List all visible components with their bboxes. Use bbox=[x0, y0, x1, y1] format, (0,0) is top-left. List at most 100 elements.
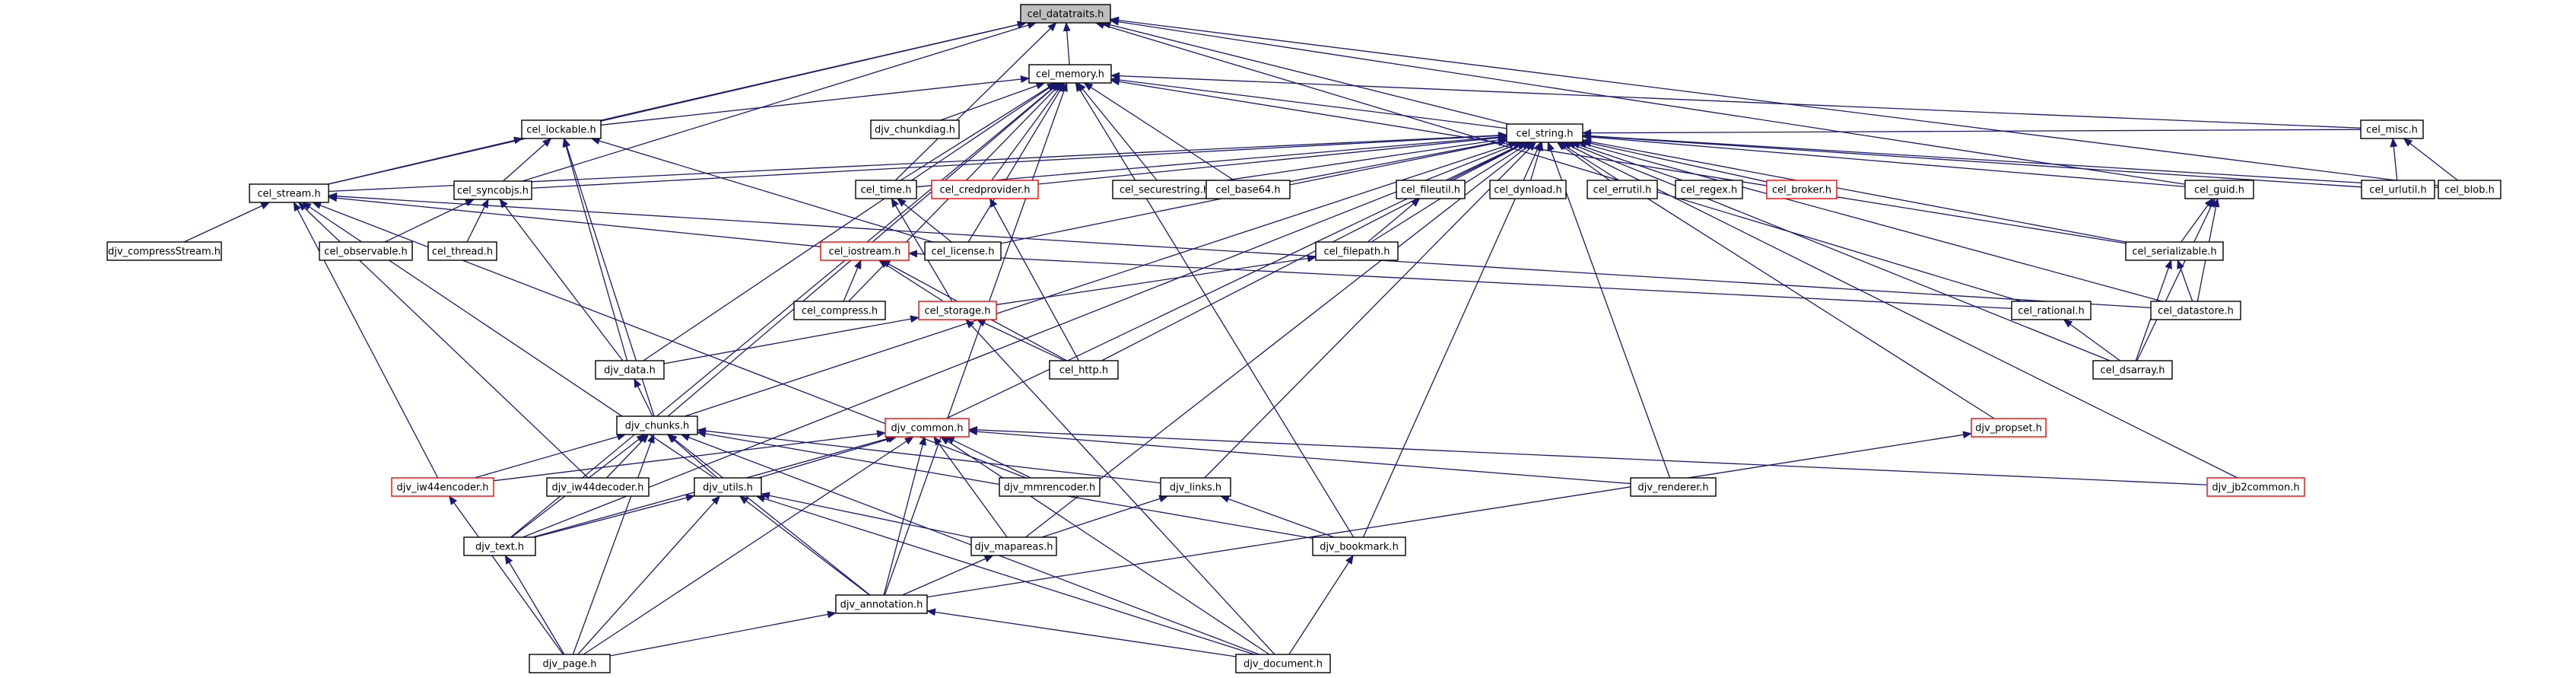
node-compress[interactable]: cel_compress.h bbox=[793, 301, 886, 320]
node-dsarray[interactable]: cel_dsarray.h bbox=[2092, 360, 2173, 380]
node-storage[interactable]: cel_storage.h bbox=[918, 301, 997, 320]
node-lockable[interactable]: cel_lockable.h bbox=[521, 119, 602, 139]
node-iostream[interactable]: cel_iostream.h bbox=[820, 241, 910, 261]
node-propset[interactable]: djv_propset.h bbox=[1971, 418, 2047, 438]
node-securestring[interactable]: cel_securestring.h bbox=[1112, 180, 1217, 199]
node-box bbox=[1160, 477, 1231, 497]
node-label: cel_credprovider.h bbox=[939, 185, 1030, 196]
node-box bbox=[2150, 301, 2241, 320]
edge-blob-to-datatraits bbox=[1110, 16, 2439, 186]
node-label: cel_broker.h bbox=[1772, 185, 1831, 196]
edge-links-to-string bbox=[1204, 142, 1536, 479]
node-label: cel_misc.h bbox=[2366, 125, 2418, 136]
node-dynload[interactable]: cel_dynload.h bbox=[1489, 180, 1567, 199]
edge-document-to-utils bbox=[755, 495, 1255, 655]
node-common[interactable]: djv_common.h bbox=[885, 418, 970, 438]
edge-document-to-annotation bbox=[926, 608, 1237, 657]
edge-iostream-to-stream bbox=[328, 194, 821, 247]
node-stream[interactable]: cel_stream.h bbox=[249, 183, 329, 203]
node-jb2common[interactable]: djv_jb2common.h bbox=[2206, 477, 2305, 497]
edge-iw44encoder-to-common bbox=[493, 430, 886, 482]
node-utils[interactable]: djv_utils.h bbox=[694, 477, 762, 497]
node-misc[interactable]: cel_misc.h bbox=[2360, 119, 2424, 139]
node-page[interactable]: djv_page.h bbox=[529, 654, 611, 673]
edge-securestring-to-memory bbox=[1077, 82, 1158, 181]
edge-blob-to-misc bbox=[2403, 138, 2458, 181]
node-filepath[interactable]: cel_filepath.h bbox=[1315, 241, 1399, 261]
node-chunkdiag[interactable]: djv_chunkdiag.h bbox=[870, 119, 960, 139]
edge-mmrencoder-to-common bbox=[945, 436, 1031, 479]
node-label: djv_mmrencoder.h bbox=[1004, 482, 1096, 494]
edge-page-to-annotation bbox=[609, 610, 837, 657]
edge-base64-to-string bbox=[1289, 138, 1507, 183]
node-label: cel_datastore.h bbox=[2158, 306, 2234, 317]
edge-http-to-credprovider bbox=[989, 198, 1079, 361]
edge-iw44encoder-to-chunks bbox=[474, 433, 627, 479]
edge-memory-to-datatraits bbox=[1062, 22, 1071, 65]
node-iw44decoder[interactable]: djv_iw44decoder.h bbox=[546, 477, 650, 497]
node-time[interactable]: cel_time.h bbox=[855, 180, 917, 199]
node-http[interactable]: cel_http.h bbox=[1049, 360, 1119, 380]
node-label: cel_rational.h bbox=[2018, 306, 2084, 317]
node-memory[interactable]: cel_memory.h bbox=[1028, 64, 1112, 84]
node-label: djv_annotation.h bbox=[840, 600, 923, 611]
edge-rational-to-datatraits bbox=[1094, 21, 2022, 302]
node-blob[interactable]: cel_blob.h bbox=[2438, 180, 2501, 199]
edge-renderer-to-common bbox=[968, 428, 1631, 485]
edge-datastore-to-stream bbox=[328, 192, 2152, 309]
node-label: djv_propset.h bbox=[1975, 423, 2042, 434]
node-base64[interactable]: cel_base64.h bbox=[1205, 180, 1291, 199]
node-links[interactable]: djv_links.h bbox=[1160, 477, 1231, 497]
edge-syncobjs-to-lockable bbox=[503, 138, 552, 182]
edge-text-to-utils bbox=[534, 494, 695, 538]
edge-annotation-to-utils bbox=[738, 495, 870, 596]
node-datastore[interactable]: cel_datastore.h bbox=[2150, 301, 2241, 320]
edge-page-to-utils bbox=[577, 495, 720, 655]
edge-serializable-to-guid bbox=[2181, 198, 2213, 243]
node-mapareas[interactable]: djv_mapareas.h bbox=[970, 536, 1057, 556]
node-fileutil[interactable]: cel_fileutil.h bbox=[1396, 180, 1466, 199]
node-credprovider[interactable]: cel_credprovider.h bbox=[931, 180, 1039, 199]
node-label: cel_observable.h bbox=[324, 247, 407, 258]
node-box bbox=[793, 301, 886, 320]
node-regex[interactable]: cel_regex.h bbox=[1675, 180, 1743, 199]
node-string[interactable]: cel_string.h bbox=[1506, 123, 1583, 143]
node-label: cel_storage.h bbox=[924, 306, 990, 317]
node-datatraits[interactable]: cel_datatraits.h bbox=[1020, 4, 1111, 24]
node-chunks[interactable]: djv_chunks.h bbox=[616, 415, 698, 435]
node-data[interactable]: djv_data.h bbox=[595, 360, 665, 380]
node-box bbox=[820, 241, 910, 261]
node-box bbox=[1587, 180, 1658, 199]
node-annotation[interactable]: djv_annotation.h bbox=[835, 594, 928, 614]
node-renderer[interactable]: djv_renderer.h bbox=[1630, 477, 1717, 497]
node-label: djv_compressStream.h bbox=[108, 247, 221, 258]
node-text[interactable]: djv_text.h bbox=[463, 536, 536, 556]
node-syncobjs[interactable]: cel_syncobjs.h bbox=[453, 180, 532, 200]
node-urlutil[interactable]: cel_urlutil.h bbox=[2361, 180, 2435, 199]
node-compressstream[interactable]: djv_compressStream.h bbox=[106, 241, 222, 261]
node-label: cel_base64.h bbox=[1215, 185, 1280, 196]
node-label: djv_page.h bbox=[543, 659, 597, 670]
node-broker[interactable]: cel_broker.h bbox=[1766, 180, 1838, 199]
node-license[interactable]: cel_license.h bbox=[924, 241, 1002, 261]
edge-serializable-to-memory bbox=[1110, 78, 2127, 244]
node-thread[interactable]: cel_thread.h bbox=[427, 241, 497, 261]
node-document[interactable]: djv_document.h bbox=[1235, 654, 1331, 673]
node-box bbox=[391, 477, 494, 497]
edge-datastore-to-string bbox=[1577, 141, 2163, 302]
edge-jb2common-to-common bbox=[968, 425, 2208, 485]
node-errutil[interactable]: cel_errutil.h bbox=[1587, 180, 1658, 199]
node-guid[interactable]: cel_guid.h bbox=[2184, 180, 2254, 199]
node-bookmark[interactable]: djv_bookmark.h bbox=[1312, 536, 1406, 556]
edge-urlutil-to-string bbox=[1582, 132, 2362, 188]
node-serializable[interactable]: cel_serializable.h bbox=[2125, 241, 2224, 261]
node-box bbox=[870, 119, 960, 139]
node-observable[interactable]: cel_observable.h bbox=[319, 241, 413, 261]
edge-document-to-storage bbox=[965, 319, 1275, 655]
node-mmrencoder[interactable]: djv_mmrencoder.h bbox=[999, 477, 1101, 497]
edge-annotation-to-propset bbox=[926, 431, 1972, 598]
node-iw44encoder[interactable]: djv_iw44encoder.h bbox=[391, 477, 494, 497]
edge-syncobjs-to-datatraits bbox=[522, 21, 1037, 182]
edge-regex-to-string bbox=[1571, 141, 1683, 181]
node-rational[interactable]: cel_rational.h bbox=[2011, 301, 2092, 320]
